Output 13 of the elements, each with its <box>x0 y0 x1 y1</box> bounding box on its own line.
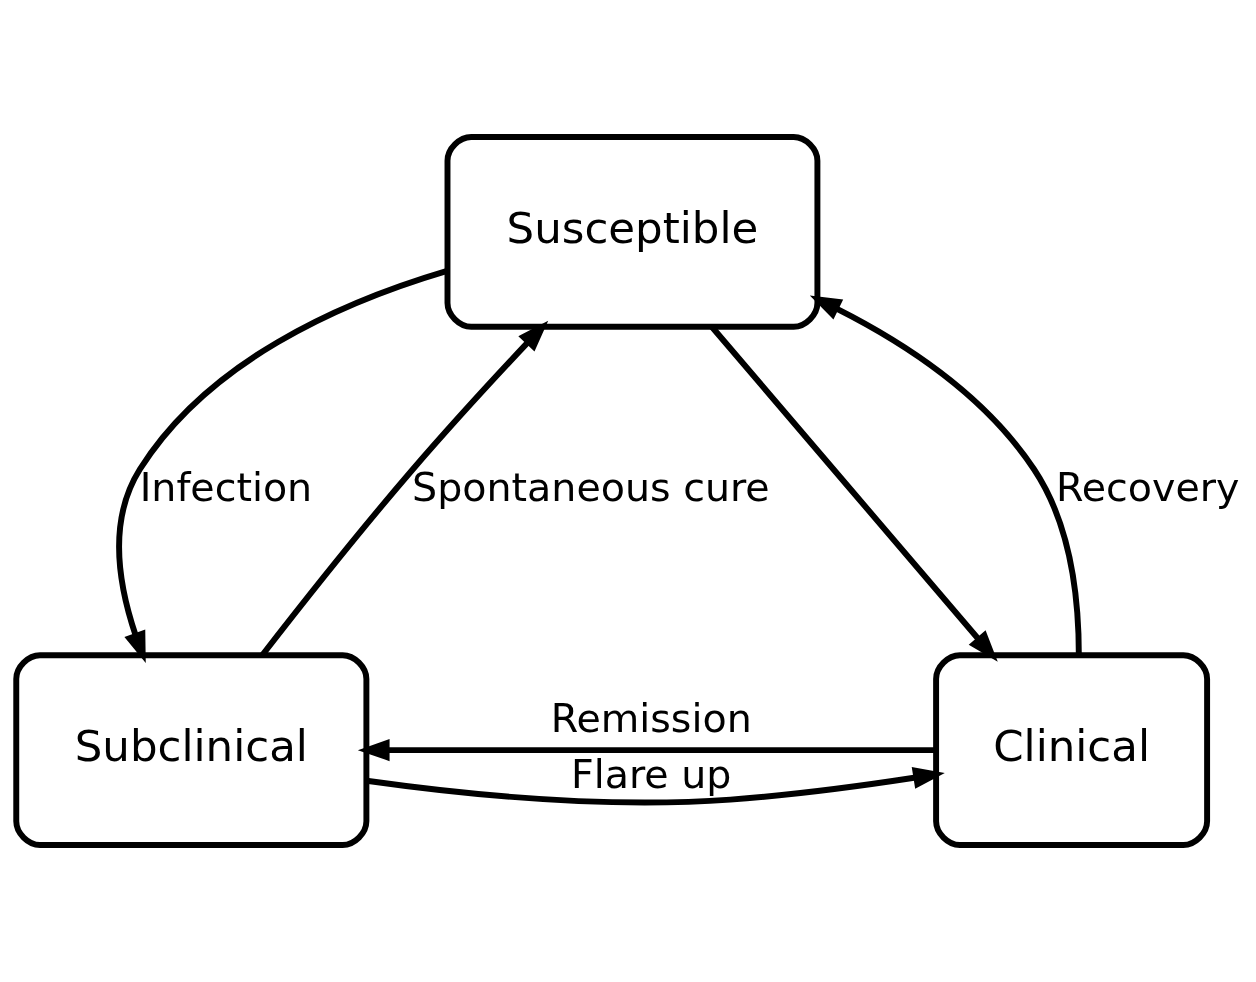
arrow <box>357 739 936 762</box>
edge-label: Remission <box>550 695 752 742</box>
arrow <box>809 295 1082 656</box>
arrow <box>260 320 549 657</box>
arrow <box>709 325 998 662</box>
node-box: Susceptible <box>444 133 821 330</box>
edge-label: Flare up <box>571 750 732 797</box>
edge-label: Infection <box>139 463 313 510</box>
edge-label: Recovery <box>1056 463 1240 510</box>
arrow <box>366 766 945 806</box>
node-box: Clinical <box>933 652 1211 849</box>
node-box: Subclinical <box>13 652 370 849</box>
edge-label: Spontaneous cure <box>412 463 770 510</box>
